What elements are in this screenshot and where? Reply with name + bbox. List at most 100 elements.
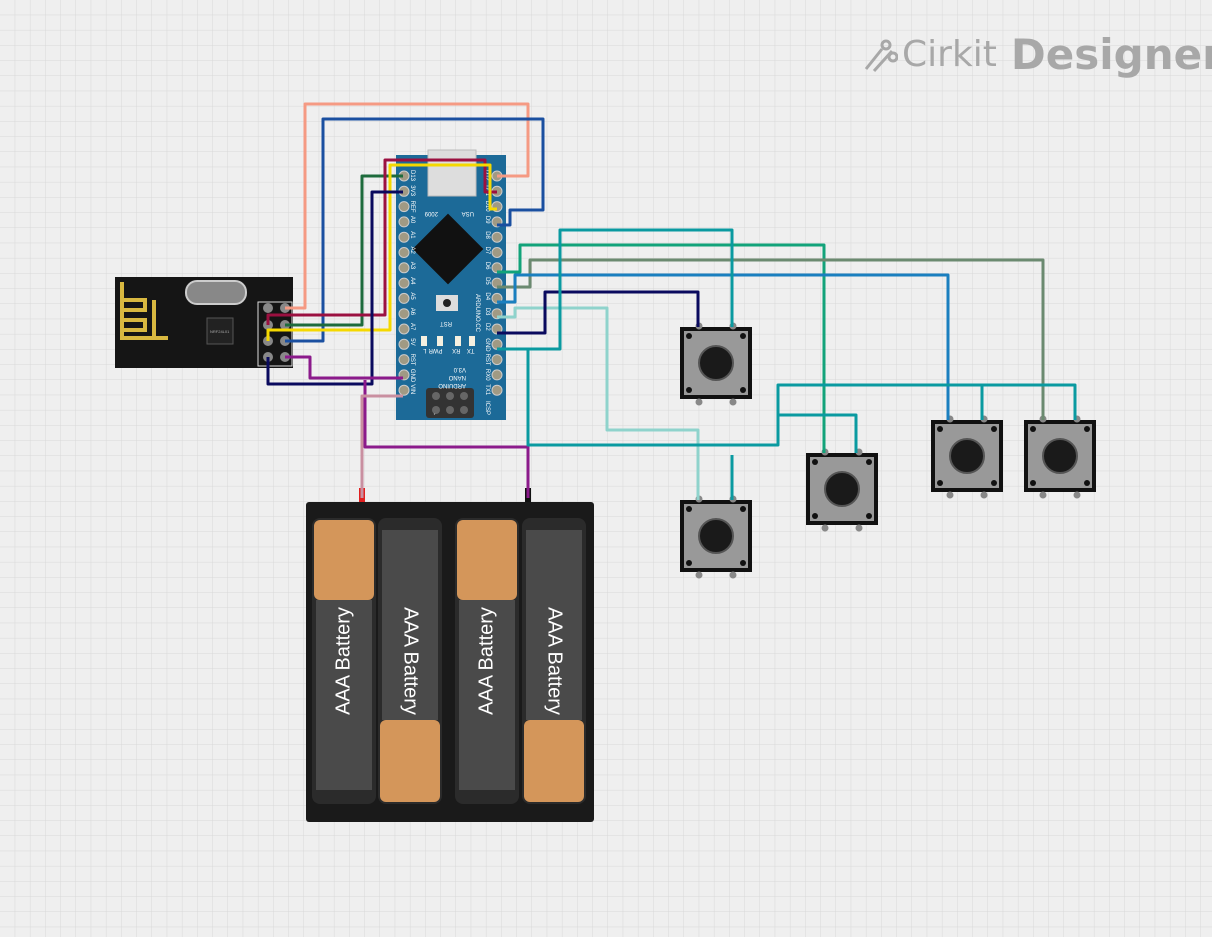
led-pwr	[437, 336, 443, 346]
pin-a0[interactable]	[398, 216, 410, 228]
icsp-pin	[432, 406, 440, 414]
pin-label: REF	[409, 201, 415, 213]
usb-connector	[427, 149, 477, 197]
led-l	[421, 336, 427, 346]
pin-rst[interactable]	[398, 354, 410, 366]
pin-label: A2	[409, 247, 415, 255]
wire-maroon[interactable]	[266, 158, 497, 325]
pushbutton[interactable]	[680, 495, 752, 579]
pin-label: D5	[484, 277, 490, 285]
icsp-pin	[460, 406, 468, 414]
button-cap[interactable]	[949, 438, 985, 474]
chip-marking: NRF24L01	[210, 329, 230, 334]
wire-pink[interactable]	[360, 394, 403, 498]
led-label: RX	[452, 347, 460, 353]
aaa-battery-cell[interactable]: AAA Battery	[455, 518, 519, 804]
pin-label: A6	[409, 308, 415, 316]
icsp-pin	[432, 392, 440, 400]
pin-a5[interactable]	[398, 292, 410, 304]
button-cap[interactable]	[698, 518, 734, 554]
wire-green[interactable]	[285, 174, 403, 327]
pin-a7[interactable]	[398, 323, 410, 335]
pin-label: TX1	[484, 384, 490, 396]
led-label: PWR	[428, 347, 443, 353]
nrf-chip	[206, 317, 234, 345]
button-cap[interactable]	[824, 471, 860, 507]
pin-label: D6	[484, 262, 490, 270]
pin-a2[interactable]	[398, 247, 410, 258]
wire-gnd[interactable]	[497, 228, 734, 351]
pin-label: RST	[484, 354, 490, 366]
button-cap[interactable]	[1042, 438, 1078, 474]
pin-d8[interactable]	[491, 231, 503, 243]
battery-label: AAA Battery	[400, 607, 422, 715]
icsp-pin	[460, 392, 468, 400]
year-label: 2009	[424, 210, 438, 216]
pushbutton[interactable]	[931, 415, 1003, 499]
pin-label: D7	[484, 247, 490, 255]
pin-label: 5V	[409, 338, 415, 345]
wire-purple[interactable]	[285, 355, 403, 380]
country-label: USA	[462, 210, 474, 216]
icsp-pin	[446, 406, 454, 414]
arduino-nano[interactable]: D133V3REFA0A1A2A3A4A5A6A75VRSTGNDVIND12D…	[396, 149, 506, 420]
pin-label: D12	[484, 170, 490, 182]
wire-d4[interactable]	[497, 273, 950, 420]
pin-label: VIN	[409, 384, 415, 394]
pin-rx0[interactable]	[491, 369, 503, 381]
aaa-battery-cell[interactable]: AAA Battery	[378, 518, 442, 804]
wire-gnd[interactable]	[778, 413, 858, 453]
antenna-trace	[120, 282, 168, 340]
pin-vin[interactable]	[398, 384, 410, 396]
wire-blue[interactable]	[285, 117, 545, 343]
pin-label: RST	[409, 354, 415, 366]
pin-label: D9	[484, 216, 490, 224]
wire-d6[interactable]	[497, 243, 826, 453]
pin-a6[interactable]	[398, 308, 410, 320]
pin-a1[interactable]	[398, 231, 410, 243]
crystal	[185, 280, 247, 305]
wire-d5[interactable]	[497, 258, 1045, 420]
button-cap[interactable]	[698, 345, 734, 381]
board-name: ARDUINO	[438, 382, 466, 388]
pin-rst[interactable]	[491, 354, 503, 366]
nrf24l01-module[interactable]: NRF24L01	[115, 277, 293, 368]
pin-ref[interactable]	[398, 201, 410, 213]
board-name: V3.0	[453, 366, 466, 372]
led-tx	[469, 336, 475, 346]
icsp-label: ICSP	[484, 401, 490, 415]
pin-a3[interactable]	[398, 262, 410, 274]
pin-label: GND	[484, 338, 490, 352]
pin-d7[interactable]	[491, 247, 503, 258]
pin-label: A5	[409, 292, 415, 300]
battery-label: AAA Battery	[332, 607, 354, 715]
logo-product: Designer	[1010, 30, 1212, 79]
pin-tx1[interactable]	[491, 384, 503, 396]
pin[interactable]	[263, 303, 273, 313]
wire-gnd[interactable]	[497, 347, 1077, 447]
pin-label: D10	[484, 201, 490, 213]
icsp-pin	[446, 392, 454, 400]
circuit-logo-icon	[864, 39, 898, 72]
aaa-battery-cell[interactable]: AAA Battery	[522, 518, 586, 804]
wire-yellow[interactable]	[266, 163, 497, 341]
pin-a4[interactable]	[398, 277, 410, 289]
pin-label: D4	[484, 292, 490, 300]
led-rx	[455, 336, 461, 346]
pin-label: D2	[484, 323, 490, 331]
pin-label: A1	[409, 231, 415, 239]
wire-navy[interactable]	[497, 290, 700, 335]
wire-navy[interactable]	[266, 190, 403, 386]
pushbutton[interactable]	[806, 448, 878, 532]
aaa-battery-cell[interactable]: AAA Battery	[312, 518, 376, 804]
pushbutton[interactable]	[1024, 415, 1096, 499]
led-label: L	[423, 347, 427, 353]
wire-salmon[interactable]	[285, 102, 530, 310]
pushbutton[interactable]	[680, 322, 752, 406]
pin-5v[interactable]	[398, 338, 410, 350]
wire-d3[interactable]	[497, 306, 700, 500]
wire-purple[interactable]	[363, 380, 530, 498]
